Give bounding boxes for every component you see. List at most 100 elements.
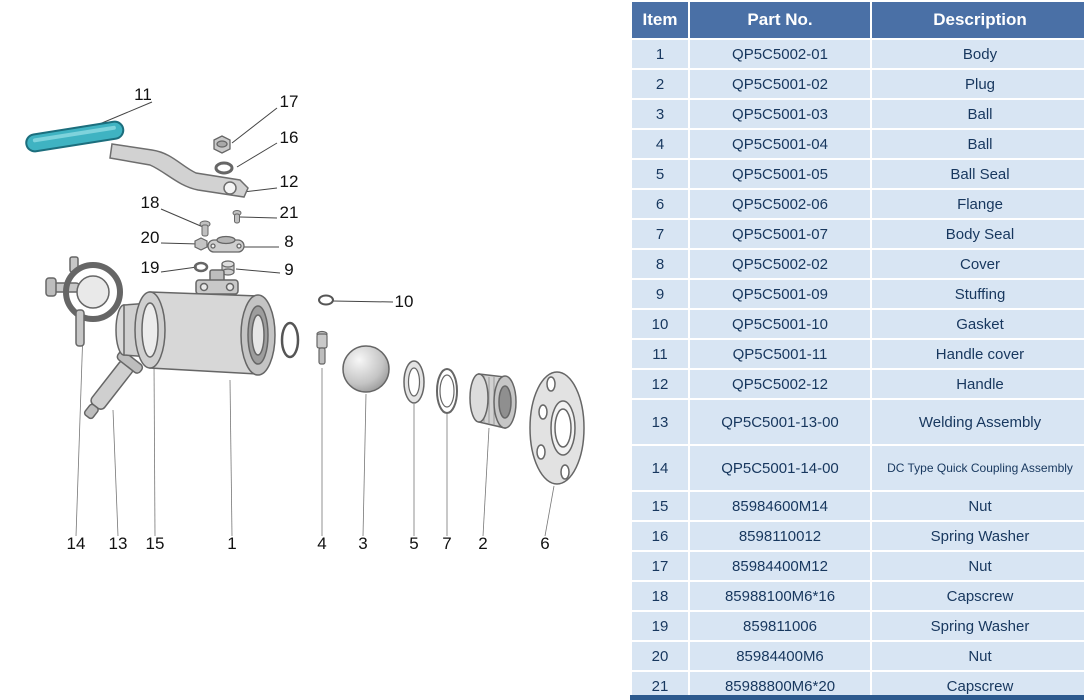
bottom-label-3: 3 — [358, 534, 367, 553]
cell-desc: Handle cover — [870, 338, 1084, 370]
callout-labels: 11 17 16 12 18 21 20 8 19 9 10 — [134, 85, 413, 311]
cell-desc: Flange — [870, 188, 1084, 220]
cell-part: 859811006 — [688, 610, 872, 642]
cell-part: 8598110012 — [688, 520, 872, 552]
callout-label-17: 17 — [280, 92, 299, 111]
capscrew-part-21 — [232, 210, 242, 224]
cell-item: 4 — [630, 128, 690, 160]
ball-part-3 — [342, 345, 390, 393]
bottom-label-4: 4 — [317, 534, 326, 553]
cell-desc: Ball — [870, 98, 1084, 130]
cell-item: 14 — [630, 444, 690, 492]
spring-washer-part-16 — [214, 161, 234, 175]
cell-desc: Ball — [870, 128, 1084, 160]
bottom-label-1: 1 — [227, 534, 236, 553]
cell-part: QP5C5002-12 — [688, 368, 872, 400]
valve-part-13 — [83, 350, 144, 420]
o-ring — [280, 321, 300, 359]
table-bottom-border — [630, 695, 1084, 700]
cell-item: 16 — [630, 520, 690, 552]
cell-desc: DC Type Quick Coupling Assembly — [870, 444, 1084, 492]
cell-desc: Cover — [870, 248, 1084, 280]
bottom-label-7: 7 — [442, 534, 451, 553]
body-part-1 — [115, 269, 276, 376]
cell-desc: Gasket — [870, 308, 1084, 340]
cell-part: QP5C5001-03 — [688, 98, 872, 130]
callout-label-8: 8 — [284, 232, 293, 251]
cell-desc: Nut — [870, 640, 1084, 672]
bottom-label-13: 13 — [109, 534, 128, 553]
cell-desc: Body Seal — [870, 218, 1084, 250]
cell-desc: Welding Assembly — [870, 398, 1084, 446]
body-seal-part-7 — [436, 368, 458, 414]
cell-part: 85984400M6 — [688, 640, 872, 672]
cell-item: 20 — [630, 640, 690, 672]
bottom-label-15: 15 — [146, 534, 165, 553]
cell-item: 10 — [630, 308, 690, 340]
cell-desc: Plug — [870, 68, 1084, 100]
cell-part: QP5C5001-14-00 — [688, 444, 872, 492]
callout-label-11: 11 — [134, 85, 152, 104]
cell-item: 12 — [630, 368, 690, 400]
ball-seal-part-5 — [403, 360, 425, 404]
coupling-part-14 — [45, 256, 123, 347]
nut-part-20 — [194, 237, 208, 251]
callout-label-21: 21 — [280, 203, 299, 222]
callout-label-18: 18 — [141, 193, 160, 212]
cell-part: QP5C5001-09 — [688, 278, 872, 310]
cell-desc: Capscrew — [870, 580, 1084, 612]
cell-part: QP5C5002-02 — [688, 248, 872, 280]
cell-part: 85988100M6*16 — [688, 580, 872, 612]
col-header-description: Description — [870, 0, 1084, 40]
bottom-labels: 14 13 15 1 4 3 5 7 2 6 — [67, 534, 550, 553]
callout-label-9: 9 — [284, 260, 293, 279]
bottom-label-2: 2 — [478, 534, 487, 553]
cell-desc: Body — [870, 38, 1084, 70]
bottom-leader-lines — [75, 329, 555, 537]
cell-desc: Spring Washer — [870, 520, 1084, 552]
callout-label-12: 12 — [280, 172, 299, 191]
callout-label-10: 10 — [395, 292, 414, 311]
flange-part-6 — [529, 371, 585, 485]
cell-part: QP5C5001-07 — [688, 218, 872, 250]
col-header-part-no: Part No. — [688, 0, 872, 40]
cell-item: 5 — [630, 158, 690, 190]
cell-part: 85984400M12 — [688, 550, 872, 582]
cell-item: 13 — [630, 398, 690, 446]
cell-part: QP5C5001-10 — [688, 308, 872, 340]
bottom-label-5: 5 — [409, 534, 418, 553]
cell-desc: Spring Washer — [870, 610, 1084, 642]
cell-part: QP5C5002-01 — [688, 38, 872, 70]
capscrew-part-18 — [199, 220, 211, 237]
header-row: Item Part No. Description — [630, 0, 1084, 40]
cell-item: 8 — [630, 248, 690, 280]
cell-item: 18 — [630, 580, 690, 612]
cell-item: 9 — [630, 278, 690, 310]
cell-desc: Stuffing — [870, 278, 1084, 310]
cell-desc: Nut — [870, 550, 1084, 582]
cell-desc: Ball Seal — [870, 158, 1084, 190]
callout-label-20: 20 — [141, 228, 160, 247]
callout-label-16: 16 — [280, 128, 299, 147]
cell-part: QP5C5001-02 — [688, 68, 872, 100]
cell-item: 11 — [630, 338, 690, 370]
exploded-diagram: 11 17 16 12 18 21 20 8 19 9 10 14 13 15 … — [25, 85, 585, 553]
parts-table-head: Item Part No. Description — [630, 0, 1084, 40]
bottom-label-14: 14 — [67, 534, 86, 553]
handle-cover-part — [25, 120, 125, 153]
spring-washer-part-19 — [193, 261, 209, 273]
